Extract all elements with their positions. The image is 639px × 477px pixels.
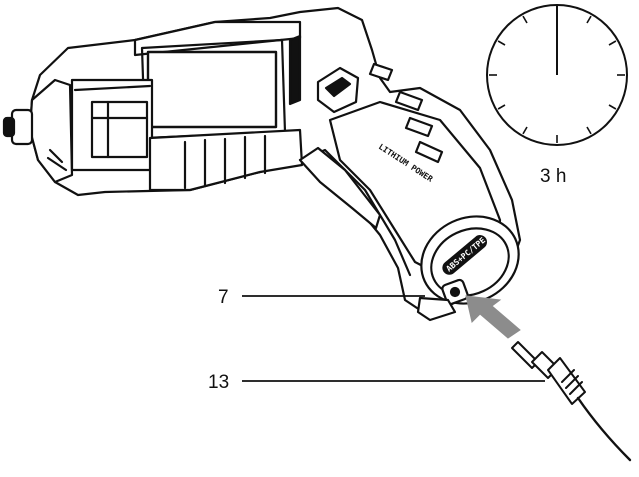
grip-bars xyxy=(368,62,444,164)
clock-tick xyxy=(497,104,506,110)
plug-ribs xyxy=(561,369,583,395)
window-panel xyxy=(146,50,278,129)
plug-body xyxy=(547,357,586,405)
bit-tip xyxy=(2,116,16,138)
callout-13-label: 13 xyxy=(208,372,229,393)
chuck-housing xyxy=(28,78,74,184)
clock-tick xyxy=(586,126,592,135)
ribs xyxy=(183,134,267,190)
gear-lines xyxy=(73,84,152,159)
clock-tick xyxy=(522,126,528,135)
clock-tick xyxy=(586,15,592,24)
side-slot xyxy=(288,34,302,106)
socket-bottom xyxy=(416,296,457,322)
clock-tick xyxy=(608,104,617,110)
nose-detail xyxy=(46,148,68,172)
screwdriver-illustration xyxy=(2,6,522,322)
callout-7-label: 7 xyxy=(218,287,229,308)
clock-tick xyxy=(522,15,528,24)
rubber-pad xyxy=(298,146,382,230)
switch-detail xyxy=(324,76,352,98)
charger-plug xyxy=(511,341,632,462)
charge-time-label: 3 h xyxy=(540,166,566,187)
charger-cable xyxy=(576,396,632,462)
socket-hole xyxy=(449,286,461,298)
insert-arrow-icon xyxy=(465,295,521,339)
clock-tick xyxy=(497,40,506,46)
base-cap-inner xyxy=(430,227,510,297)
clock-tick xyxy=(608,40,617,46)
gear-window xyxy=(90,100,149,159)
callout-13: 13 xyxy=(208,372,545,393)
callout-7: 7 xyxy=(218,287,425,308)
clock-icon xyxy=(486,4,628,146)
